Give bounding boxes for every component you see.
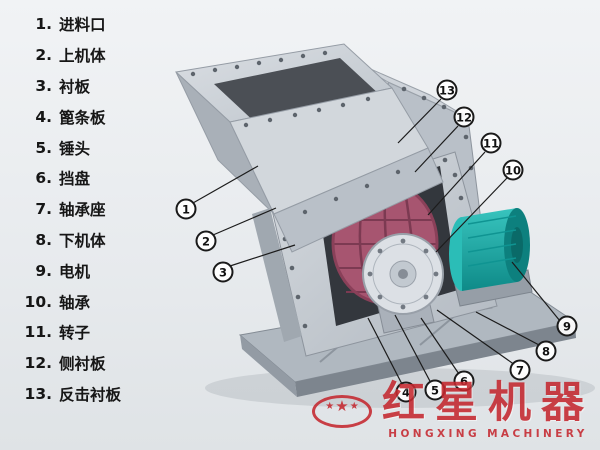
part-number: 7. [35,200,52,219]
parts-list-item: 5. 锤头 [16,132,121,163]
callout-5: 5 [424,379,446,401]
parts-list-item: 13. 反击衬板 [16,379,121,410]
callout-7: 7 [509,359,531,381]
callout-1: 1 [175,198,197,220]
brand-logo-icon: ★★★ [312,394,372,428]
part-label: 电机 [59,262,91,281]
parts-list-item: 8. 下机体 [16,225,121,256]
callout-9: 9 [556,315,578,337]
part-label: 衬板 [59,77,91,96]
callout-12: 12 [453,106,475,128]
star-icon: ★ [335,396,349,415]
part-label: 侧衬板 [59,355,106,374]
parts-list: 1. 进料口 2. 上机体 3. 衬板 4. 篦条板 5. 锤头 6. 挡盘 7. 轴承座 8… [16,9,121,409]
part-label: 轴承座 [59,201,106,220]
callout-4: 4 [395,381,417,403]
callout-13: 13 [436,79,458,101]
part-number: 8. [35,230,52,249]
part-number: 3. [35,76,52,95]
parts-list-item: 12. 侧衬板 [16,348,121,379]
part-number: 13. [24,384,52,403]
part-label: 进料口 [59,16,106,35]
parts-list-item: 11. 转子 [16,317,121,348]
leader-lines [192,98,561,389]
brand-watermark: ★★★ 红星机器 HONGXING MACHINERY [312,382,594,440]
part-label: 篦条板 [59,108,106,127]
part-label: 上机体 [59,47,106,66]
star-icon: ★ [325,400,335,412]
part-number: 2. [35,46,52,65]
feed-hopper [174,43,444,342]
star-icon: ★ [349,400,359,412]
part-number: 5. [35,138,52,157]
parts-list-item: 9. 电机 [16,255,121,286]
brand-text-block: 红星机器 HONGXING MACHINERY [382,378,594,441]
callout-10: 10 [502,159,524,181]
part-number: 12. [24,354,52,373]
part-number: 11. [24,323,52,342]
brand-subtitle: HONGXING MACHINERY [388,428,588,440]
parts-list-item: 10. 轴承 [16,286,121,317]
motor [449,208,533,307]
bearing-end-cover [362,233,444,334]
part-number: 1. [35,15,52,34]
parts-list-item: 2. 上机体 [16,40,121,71]
part-label: 下机体 [59,231,106,250]
parts-list-item: 7. 轴承座 [16,194,121,225]
parts-list-item: 4. 篦条板 [16,101,121,132]
callout-11: 11 [480,132,502,154]
brand-name: 红星机器 [382,378,594,428]
parts-list-item: 3. 衬板 [16,71,121,102]
parts-list-item: 1. 进料口 [16,9,121,40]
part-number: 9. [35,261,52,280]
part-label: 挡盘 [59,170,91,189]
part-label: 反击衬板 [59,385,122,404]
part-label: 转子 [59,324,91,343]
part-number: 6. [35,169,52,188]
callout-8: 8 [535,340,557,362]
callout-6: 6 [453,370,475,392]
callout-2: 2 [195,230,217,252]
part-number: 4. [35,107,52,126]
parts-list-item: 6. 挡盘 [16,163,121,194]
part-label: 锤头 [59,139,91,158]
machine-base-frame [238,284,577,397]
callout-3: 3 [212,261,234,283]
part-number: 10. [24,292,52,311]
part-label: 轴承 [59,293,91,312]
